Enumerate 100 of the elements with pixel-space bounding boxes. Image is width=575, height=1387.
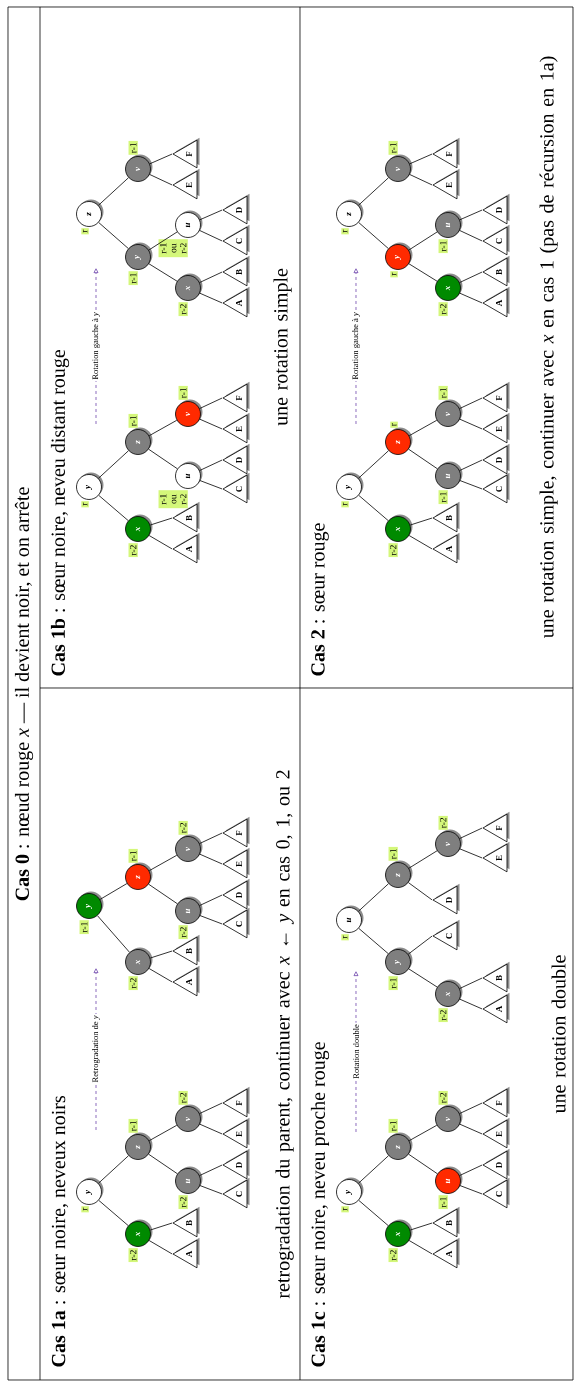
tree-edge	[459, 292, 483, 304]
tree-edge	[148, 854, 178, 872]
subtree-triangle: A	[172, 532, 200, 564]
subtree-triangle: A	[432, 1237, 460, 1269]
tree-node: z	[125, 1132, 153, 1160]
tree-edge	[459, 271, 483, 283]
tree-edge	[199, 915, 223, 925]
tree-edge	[459, 418, 483, 430]
subtree-triangle: A	[222, 286, 250, 318]
subtree-triangle: C	[482, 472, 510, 504]
rank-tag: r-1	[438, 490, 448, 505]
table-title: Cas 0 : nœud rouge x — il devient noir, et on arrête	[14, 487, 34, 901]
tree-edge	[98, 1200, 129, 1226]
tree-edge	[409, 174, 433, 186]
tree-edge	[199, 209, 223, 221]
tree-node: z	[76, 199, 104, 227]
tree-edge	[148, 1153, 178, 1175]
tree-edge	[199, 397, 223, 409]
tree-node: z	[385, 860, 413, 888]
tree-node: z	[125, 427, 153, 455]
subtree-triangle: C	[222, 907, 250, 939]
rank-tag: r-2	[128, 976, 138, 991]
tree-edge	[98, 222, 129, 249]
rank-tag: r-1	[128, 140, 138, 155]
subtree-triangle: F	[482, 1086, 510, 1118]
tree-edge	[408, 231, 438, 251]
tree-edge	[148, 263, 178, 282]
subtree-triangle: A	[172, 1237, 200, 1269]
tree-node: y	[385, 242, 413, 270]
tree-edge	[98, 495, 129, 521]
tree-node: u	[175, 896, 203, 924]
rank-tag: r-2	[128, 1248, 138, 1263]
tree-edge	[459, 1185, 483, 1195]
tree-edge	[409, 517, 433, 526]
rank-tag: r	[390, 421, 398, 428]
tree-node: x	[435, 273, 463, 301]
tree-edge	[199, 480, 223, 490]
subtree-triangle: E	[222, 847, 250, 879]
tree-node: x	[125, 1219, 153, 1247]
case-heading: Cas 2 : sœur rouge	[311, 523, 329, 676]
rank-tag: r-2	[178, 302, 188, 317]
subtree-triangle: C	[222, 224, 250, 256]
tree-node: v	[385, 154, 413, 182]
subtree-triangle: D	[482, 193, 510, 225]
tree-node: u	[175, 210, 203, 238]
tree-edge	[199, 271, 223, 283]
tree-edge	[358, 222, 389, 249]
case-heading: Cas 1b : sœur noire, neveu distant rouge	[50, 349, 70, 676]
tree-edge	[98, 1155, 129, 1184]
arrow-label: Rotation double	[351, 1022, 361, 1081]
subtree-triangle: F	[482, 381, 510, 413]
tree-edge	[97, 915, 130, 953]
rank-tag: r-2	[438, 302, 448, 317]
tree-edge	[459, 848, 483, 859]
subtree-triangle: D	[222, 443, 250, 475]
tree-edge	[149, 174, 173, 186]
tree-edge	[459, 459, 483, 471]
rank-tag: r-2	[178, 925, 188, 940]
tree-edge	[148, 448, 178, 470]
rank-tag: r	[81, 228, 89, 235]
subtree-triangle: D	[222, 193, 250, 225]
subtree-triangle: D	[482, 443, 510, 475]
tree-edge	[199, 459, 223, 471]
case-note: une rotation simple, continuer avec x en cas 1 (pas de récursion en 1a)	[539, 56, 558, 638]
tree-node: x	[125, 947, 153, 975]
rank-tag: r-1 ou r-2	[158, 490, 188, 509]
tree-edge	[358, 1200, 389, 1226]
subtree-triangle: E	[432, 168, 460, 200]
rank-tag: r	[81, 501, 89, 508]
case-note: une rotation simple	[273, 268, 292, 426]
tree-node: x	[385, 514, 413, 542]
tree-node: y	[336, 472, 364, 500]
tree-node: v	[175, 399, 203, 427]
rank-tag: r-1	[388, 976, 398, 991]
tree-edge	[199, 1102, 223, 1114]
tree-edge	[358, 928, 389, 954]
tree-edge	[199, 832, 223, 844]
tree-edge	[148, 883, 178, 905]
tree-edge	[459, 827, 483, 839]
tree-edge	[149, 153, 173, 165]
case-heading: Cas 1c : sœur noire, neveu proche rouge	[310, 1042, 330, 1367]
rank-tag: r	[341, 228, 349, 235]
subtree-triangle: C	[432, 919, 460, 951]
tree-node: u	[175, 461, 203, 489]
arrow-label: Rotation gauche à y	[90, 310, 102, 382]
tree-edge	[358, 450, 389, 479]
tree-edge	[459, 977, 483, 989]
tree-edge	[199, 292, 223, 304]
tree-edge	[408, 882, 433, 901]
subtree-triangle: E	[172, 168, 200, 200]
tree-edge	[408, 448, 438, 470]
case-note: une rotation double	[551, 955, 566, 1114]
tree-edge	[459, 1123, 483, 1135]
subtree-triangle: D	[222, 878, 250, 910]
tree-node: x	[385, 1219, 413, 1247]
subtree-triangle: F	[482, 811, 510, 843]
subtree-triangle: D	[482, 1148, 510, 1180]
tree-node: u	[336, 905, 364, 933]
tree-node: u	[435, 1166, 463, 1194]
tree-node: z	[336, 199, 364, 227]
